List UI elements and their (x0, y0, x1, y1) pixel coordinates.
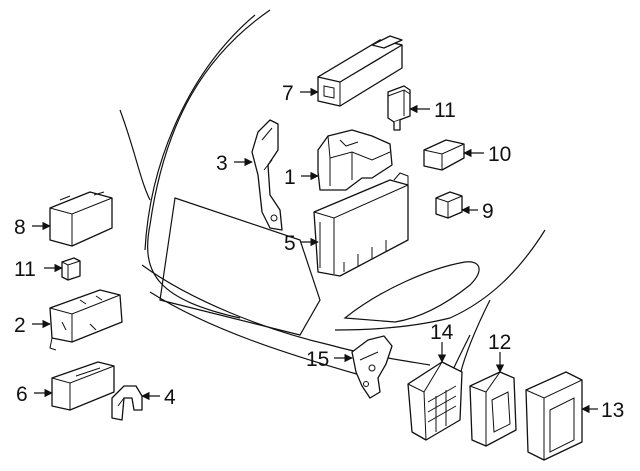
callout-6: 6 (16, 383, 28, 406)
callout-13: 13 (601, 399, 624, 422)
callout-10: 10 (488, 143, 511, 166)
callout-leaders (32, 87, 598, 414)
callout-8: 8 (14, 216, 26, 239)
part-1-fuse-box-upper (317, 129, 393, 191)
part-14-module (407, 361, 463, 441)
part-8-cover (49, 191, 113, 247)
callout-9: 9 (482, 200, 494, 223)
part-3-bracket (251, 119, 283, 231)
callout-4: 4 (164, 386, 176, 409)
callout-1: 1 (284, 166, 296, 189)
part-15-bracket (351, 335, 393, 399)
part-10-relay (423, 139, 465, 171)
callout-3: 3 (216, 152, 228, 175)
part-4-clip (111, 385, 143, 421)
part-11-relay-lower (61, 257, 81, 281)
part-6-tray (51, 361, 115, 411)
callout-5: 5 (284, 232, 296, 255)
callout-15: 15 (306, 348, 329, 371)
part-7-fuse-carrier (317, 35, 403, 107)
vehicle-body-outline (119, 9, 546, 376)
callout-7: 7 (282, 82, 294, 105)
callout-2: 2 (14, 314, 26, 337)
callout-11-lower: 11 (14, 258, 36, 281)
callout-labels: 1 2 3 4 5 6 7 8 9 10 11 11 12 13 14 15 (14, 82, 624, 422)
part-12-control-unit (469, 371, 517, 447)
part-2-junction-block (49, 289, 123, 351)
part-9-plug (435, 191, 463, 219)
part-11-relay-upper (387, 85, 411, 131)
callout-14: 14 (430, 321, 454, 344)
part-5-fuse-box-lower (313, 172, 409, 277)
callout-11-upper: 11 (434, 99, 456, 122)
part-13-module (525, 371, 583, 461)
callout-12: 12 (488, 331, 511, 354)
